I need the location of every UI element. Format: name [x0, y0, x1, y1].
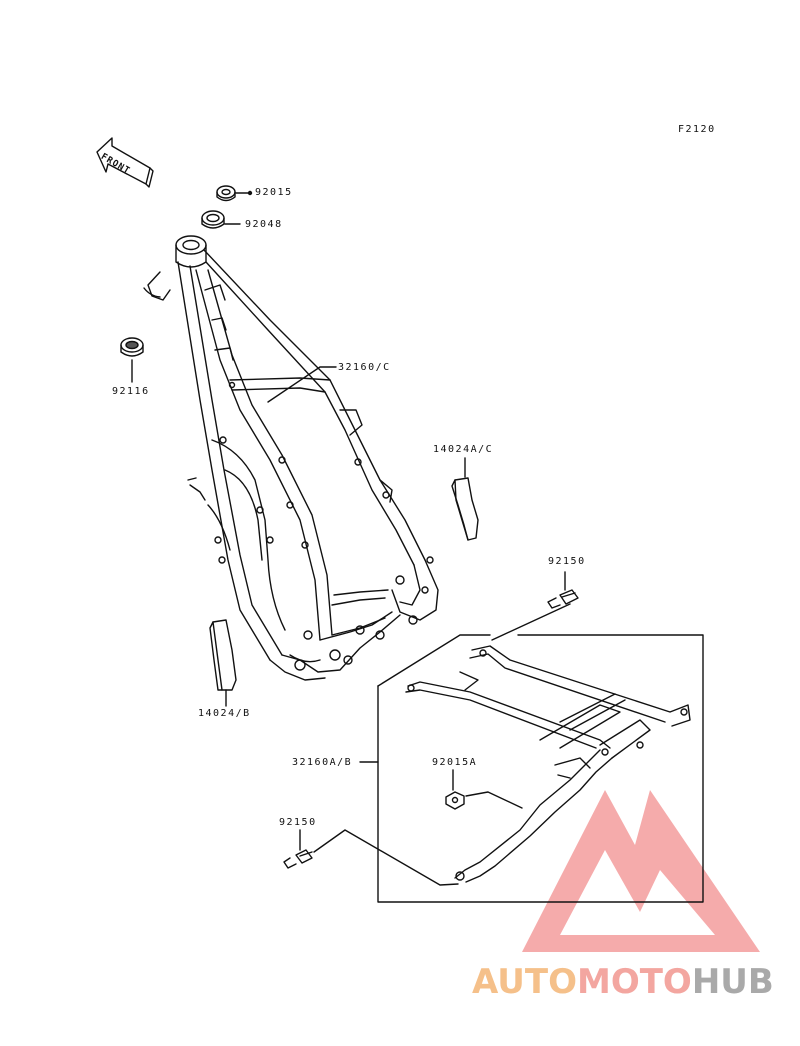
subframe-box: [377, 634, 704, 903]
seal-92048-part: [201, 210, 225, 229]
part-label-14024b: 14024/B: [198, 708, 251, 719]
part-label-92048: 92048: [245, 219, 283, 230]
front-arrow-icon: [96, 137, 154, 188]
watermark-logo: [522, 790, 760, 952]
nut-92015a-part: [445, 791, 465, 810]
guard-14024b-part: [209, 619, 237, 691]
seal-92116-part: [120, 337, 144, 357]
part-label-32160ab: 32160A/B: [292, 757, 353, 768]
guard-14024ac-part: [451, 477, 479, 541]
figure-id-label: F2120: [678, 124, 716, 135]
part-label-92150-upper: 92150: [548, 556, 586, 567]
part-label-92150-lower: 92150: [279, 817, 317, 828]
subframe-32160ab-part: [405, 645, 691, 883]
watermark-part-hub: HUB: [691, 962, 774, 1002]
watermark-text: AUTOMOTOHUB: [472, 962, 774, 1002]
part-label-32160c: 32160/C: [338, 362, 391, 373]
bolt-92150-lower-part: [283, 849, 313, 869]
nut-92015-part: [216, 185, 236, 202]
watermark-part-moto: MOTO: [576, 962, 692, 1002]
part-label-92116: 92116: [112, 386, 150, 397]
bolt-92150-upper-part: [547, 589, 579, 609]
watermark-part-auto: AUTO: [472, 962, 577, 1002]
part-label-92015a: 92015A: [432, 757, 478, 768]
part-label-14024ac: 14024A/C: [433, 444, 494, 455]
part-label-92015: 92015: [255, 187, 293, 198]
main-frame-part: [143, 235, 439, 681]
